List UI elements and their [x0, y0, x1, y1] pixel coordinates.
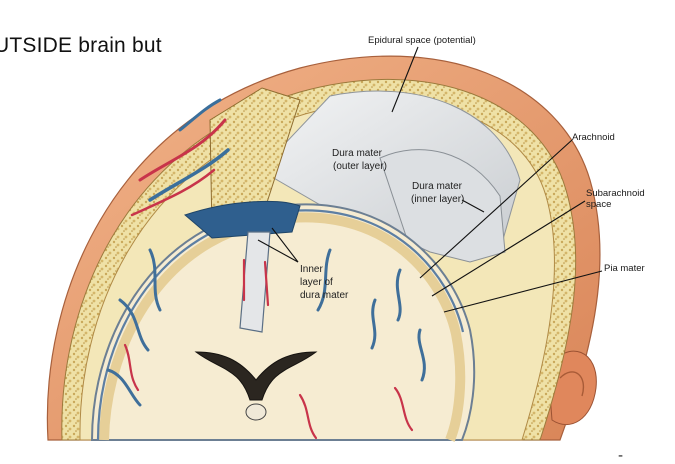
label-epidural-space: Epidural space (potential): [368, 35, 476, 46]
sulci: [106, 248, 426, 407]
label-dura-outer-2: (outer layer): [333, 161, 387, 172]
label-dura-inner-2: (inner layer): [411, 194, 465, 205]
label-dura-inner-1: Dura mater: [412, 181, 463, 192]
label-arachnoid: Arachnoid: [572, 132, 615, 143]
third-ventricle-structure: [245, 403, 267, 421]
label-subarachnoid-2: space: [586, 199, 612, 210]
cerebral-vessels: [123, 258, 414, 440]
slide-heading: UTSIDE brain but: [0, 34, 162, 57]
scalp-vessels: [130, 98, 230, 217]
lateral-ventricle: [194, 351, 318, 401]
label-dura-outer-1: Dura mater: [332, 148, 383, 159]
label-pia-mater: Pia mater: [604, 263, 645, 274]
label-inner-layer-3: dura mater: [300, 290, 349, 301]
dura-inner-layer: [379, 149, 506, 263]
falx-cerebri: [239, 231, 271, 333]
footer-mark: -: [618, 448, 624, 464]
label-subarachnoid-1: Subarachnoid: [586, 188, 645, 199]
superior-sagittal-sinus: [184, 200, 301, 239]
label-inner-layer-1: Inner: [300, 264, 323, 275]
leader-lines: [257, 46, 603, 313]
label-inner-layer-2: layer of: [300, 277, 333, 288]
